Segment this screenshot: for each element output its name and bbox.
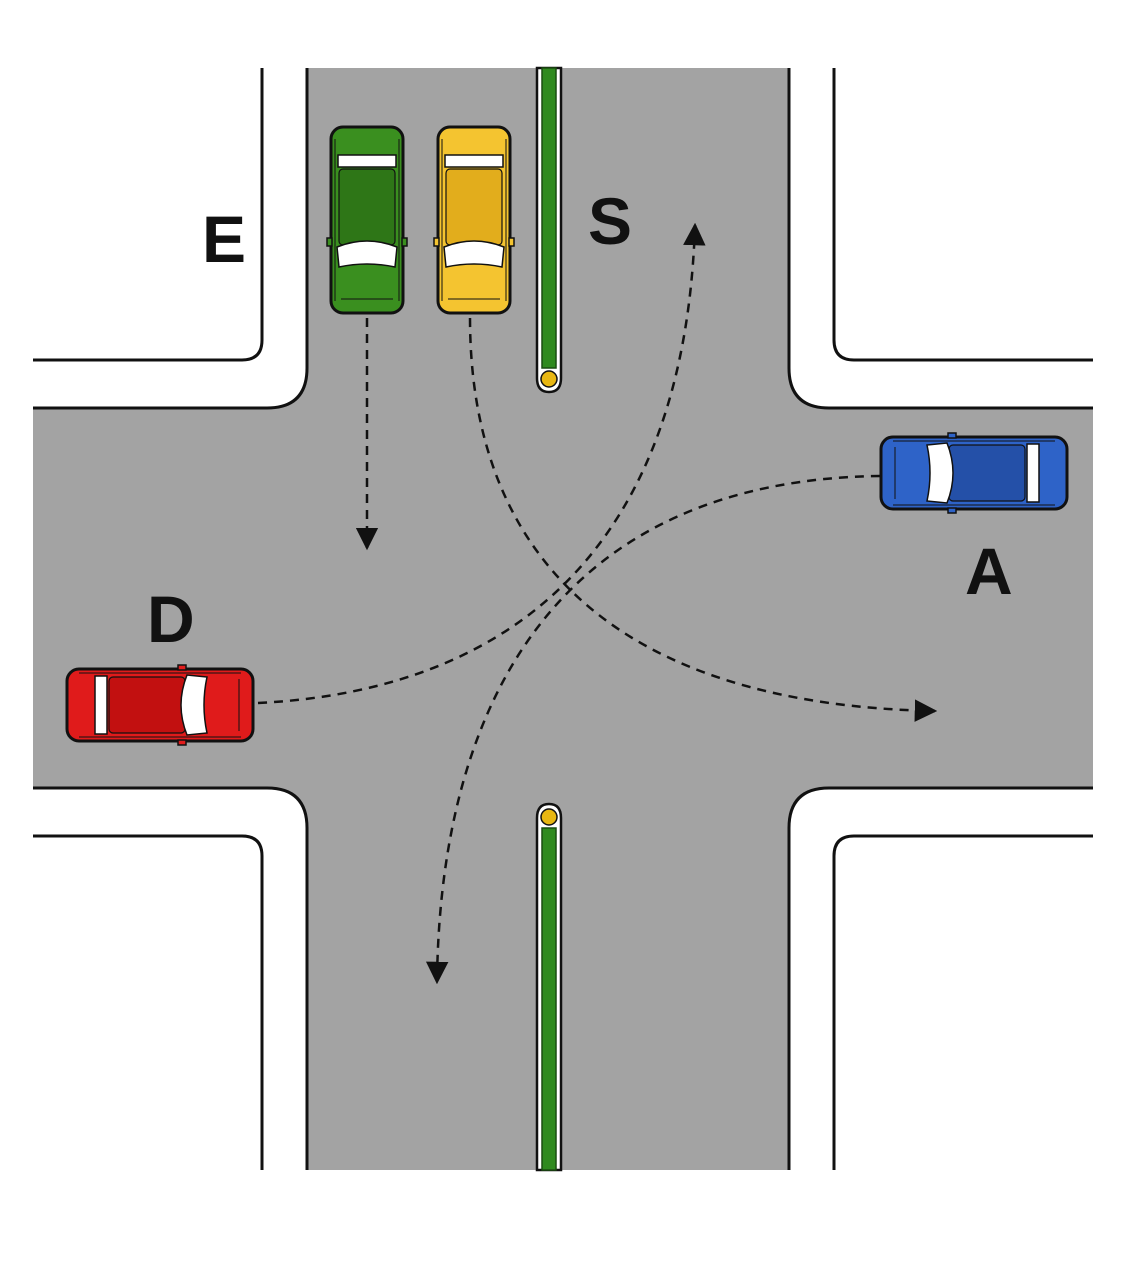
curb-bottom-right-inner [832, 834, 1093, 1170]
label-e: E [202, 202, 246, 276]
green-car [326, 125, 408, 315]
curb-top-right-inner [832, 68, 1093, 362]
label-d: D [147, 582, 195, 656]
path-blue-left-turn [425, 474, 881, 985]
median-south [535, 802, 563, 1172]
vehicles [65, 125, 1069, 746]
blue-car [879, 432, 1069, 514]
curb-lines [33, 68, 1093, 1170]
yellow-car [433, 125, 515, 315]
label-a: A [965, 534, 1013, 608]
curb-top-left-outer [33, 68, 309, 410]
median-north [535, 66, 563, 394]
curb-bottom-left-outer [33, 786, 309, 1170]
curb-top-left-inner [33, 68, 264, 362]
median-north-tip [540, 370, 558, 388]
curb-bottom-right-outer [787, 786, 1093, 1170]
curb-top-right-outer [787, 68, 1093, 410]
label-s: S [588, 184, 632, 258]
red-car [65, 664, 255, 746]
median-south-tip [540, 808, 558, 826]
path-yellow-left-turn [468, 317, 938, 722]
curb-bottom-left-inner [33, 834, 264, 1170]
movement-paths [257, 222, 938, 985]
